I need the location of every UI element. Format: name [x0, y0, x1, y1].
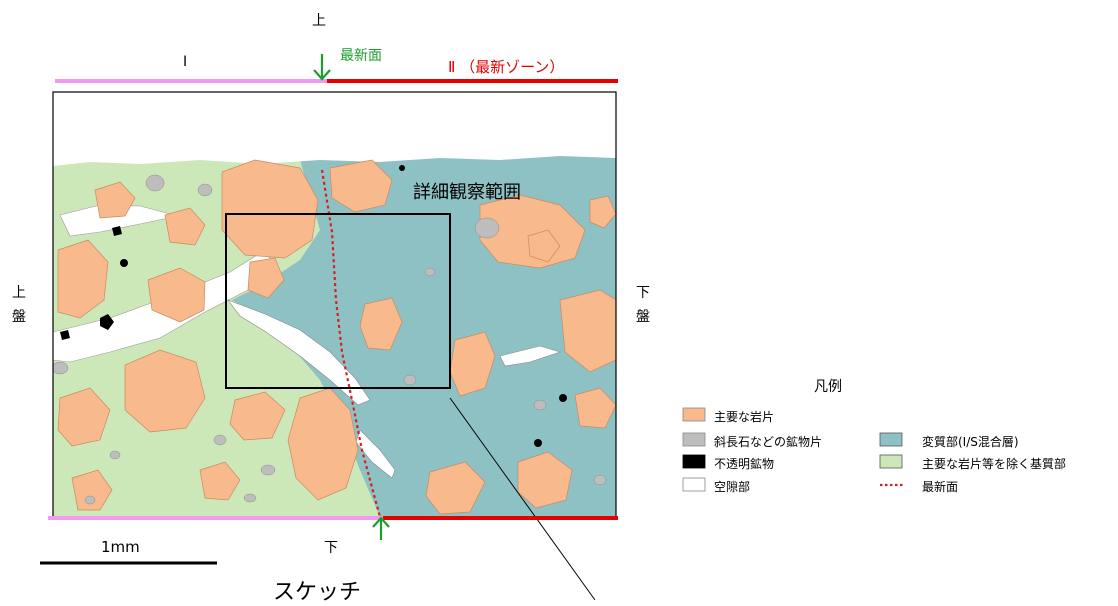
- label-right-side-2: 盤: [636, 309, 650, 325]
- sketch-area: [53, 92, 616, 517]
- label-left-side-2: 盤: [12, 309, 26, 325]
- detail-area-box: [225, 213, 451, 389]
- legend-swatches: [682, 407, 904, 492]
- legend-swatch-mineral: [682, 432, 706, 447]
- legend-title: 凡例: [814, 379, 842, 395]
- label-zone-I: Ⅰ: [183, 54, 188, 70]
- label-top: 上: [312, 13, 326, 29]
- void-vein-center: [227, 299, 371, 406]
- newest-plane-line: [320, 169, 382, 517]
- legend-label-void: 空隙部: [714, 480, 751, 494]
- legend-swatch-altered: [879, 432, 903, 447]
- legend-swatch-matrix: [879, 454, 903, 469]
- legend-label-rock: 主要な岩片: [714, 410, 775, 424]
- void-top-band: [53, 92, 616, 166]
- legend-label-altered: 変質部(I/S混合層): [922, 435, 1019, 449]
- legend-label-matrix: 主要な岩片等を除く基質部: [922, 457, 1067, 471]
- label-left-side-1: 上: [12, 285, 26, 301]
- label-newest-plane-top: 最新面: [340, 48, 382, 64]
- legend-swatch-rock: [682, 407, 706, 422]
- label-bottom: 下: [324, 540, 338, 556]
- leader-line: [449, 397, 596, 601]
- legend-swatch-void: [682, 477, 706, 492]
- void-vein-right: [499, 345, 561, 367]
- label-scale-bar: 1mm: [101, 538, 140, 556]
- mineral-fragments: [53, 174, 607, 505]
- label-detail-area: 詳細観察範囲: [413, 182, 521, 203]
- label-zone-II: Ⅱ （最新ゾーン）: [448, 58, 565, 76]
- legend-swatch-opaque: [682, 454, 706, 469]
- legend-label-newest-plane: 最新面: [922, 480, 959, 494]
- label-right-side-1: 下: [636, 285, 650, 301]
- legend-label-opaque: 不透明鉱物: [714, 457, 775, 471]
- opaque-minerals: [60, 165, 567, 447]
- rock-fragments: [57, 159, 616, 515]
- arrow-top: [313, 54, 331, 81]
- label-caption: スケッチ: [273, 580, 362, 605]
- arrow-bottom: [372, 516, 390, 540]
- legend-label-mineral: 斜長石などの鉱物片: [714, 435, 823, 449]
